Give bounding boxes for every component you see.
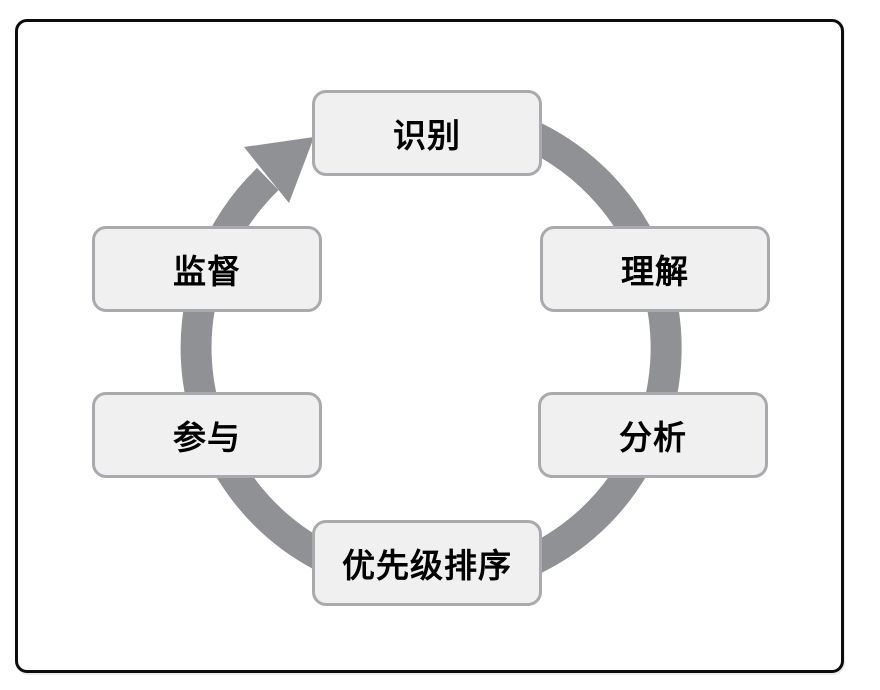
cycle-step-prioritize: 优先级排序 [312,520,542,606]
cycle-step-understand: 理解 [540,226,770,312]
cycle-step-engage: 参与 [92,392,322,478]
cycle-arc [180,97,682,599]
outer-frame [15,19,844,673]
cycle-step-supervise: 监督 [92,226,322,312]
cycle-step-identify: 识别 [312,90,542,176]
cycle-step-analyze: 分析 [538,392,768,478]
cycle-arrowhead-icon [244,137,314,203]
